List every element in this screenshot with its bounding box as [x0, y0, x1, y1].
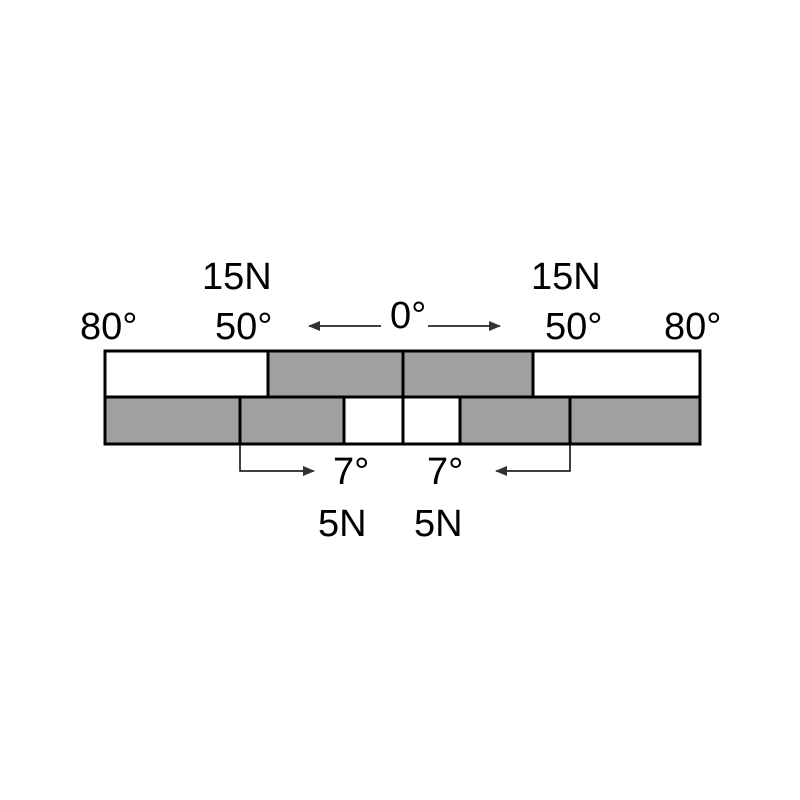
upper-band — [103, 349, 702, 399]
lower-left-outer-shaded-segment — [103, 395, 242, 446]
lower-left-leader-arrow — [239, 444, 315, 476]
lower-left-white-gap — [342, 395, 405, 446]
lower-left-inner-shaded-segment — [238, 395, 346, 446]
lower-left-angle-label: 7° — [333, 451, 369, 493]
upper-left-force-label: 15N — [202, 256, 272, 298]
upper-center-angle-label: 0° — [390, 295, 426, 337]
upper-left-white-segment — [103, 349, 270, 399]
upper-right-white-segment — [531, 349, 702, 399]
lower-right-angle-label: 7° — [427, 451, 463, 493]
upper-right-shaded-segment — [401, 349, 535, 399]
lower-band — [103, 395, 702, 446]
lower-left-force-label: 5N — [318, 503, 367, 545]
lower-right-outer-shaded-segment — [568, 395, 702, 446]
upper-right-angle-label: 50° — [545, 306, 602, 348]
upper-right-force-label: 15N — [531, 256, 601, 298]
upper-left-outer-angle-label: 80° — [80, 306, 137, 348]
lower-right-inner-shaded-segment — [458, 395, 572, 446]
lower-right-force-label: 5N — [414, 503, 463, 545]
upper-right-outer-angle-label: 80° — [664, 306, 721, 348]
lower-right-leader-arrow — [495, 444, 571, 476]
lower-right-white-gap — [401, 395, 462, 446]
upper-left-shaded-segment — [266, 349, 405, 399]
upper-left-angle-label: 50° — [215, 306, 272, 348]
